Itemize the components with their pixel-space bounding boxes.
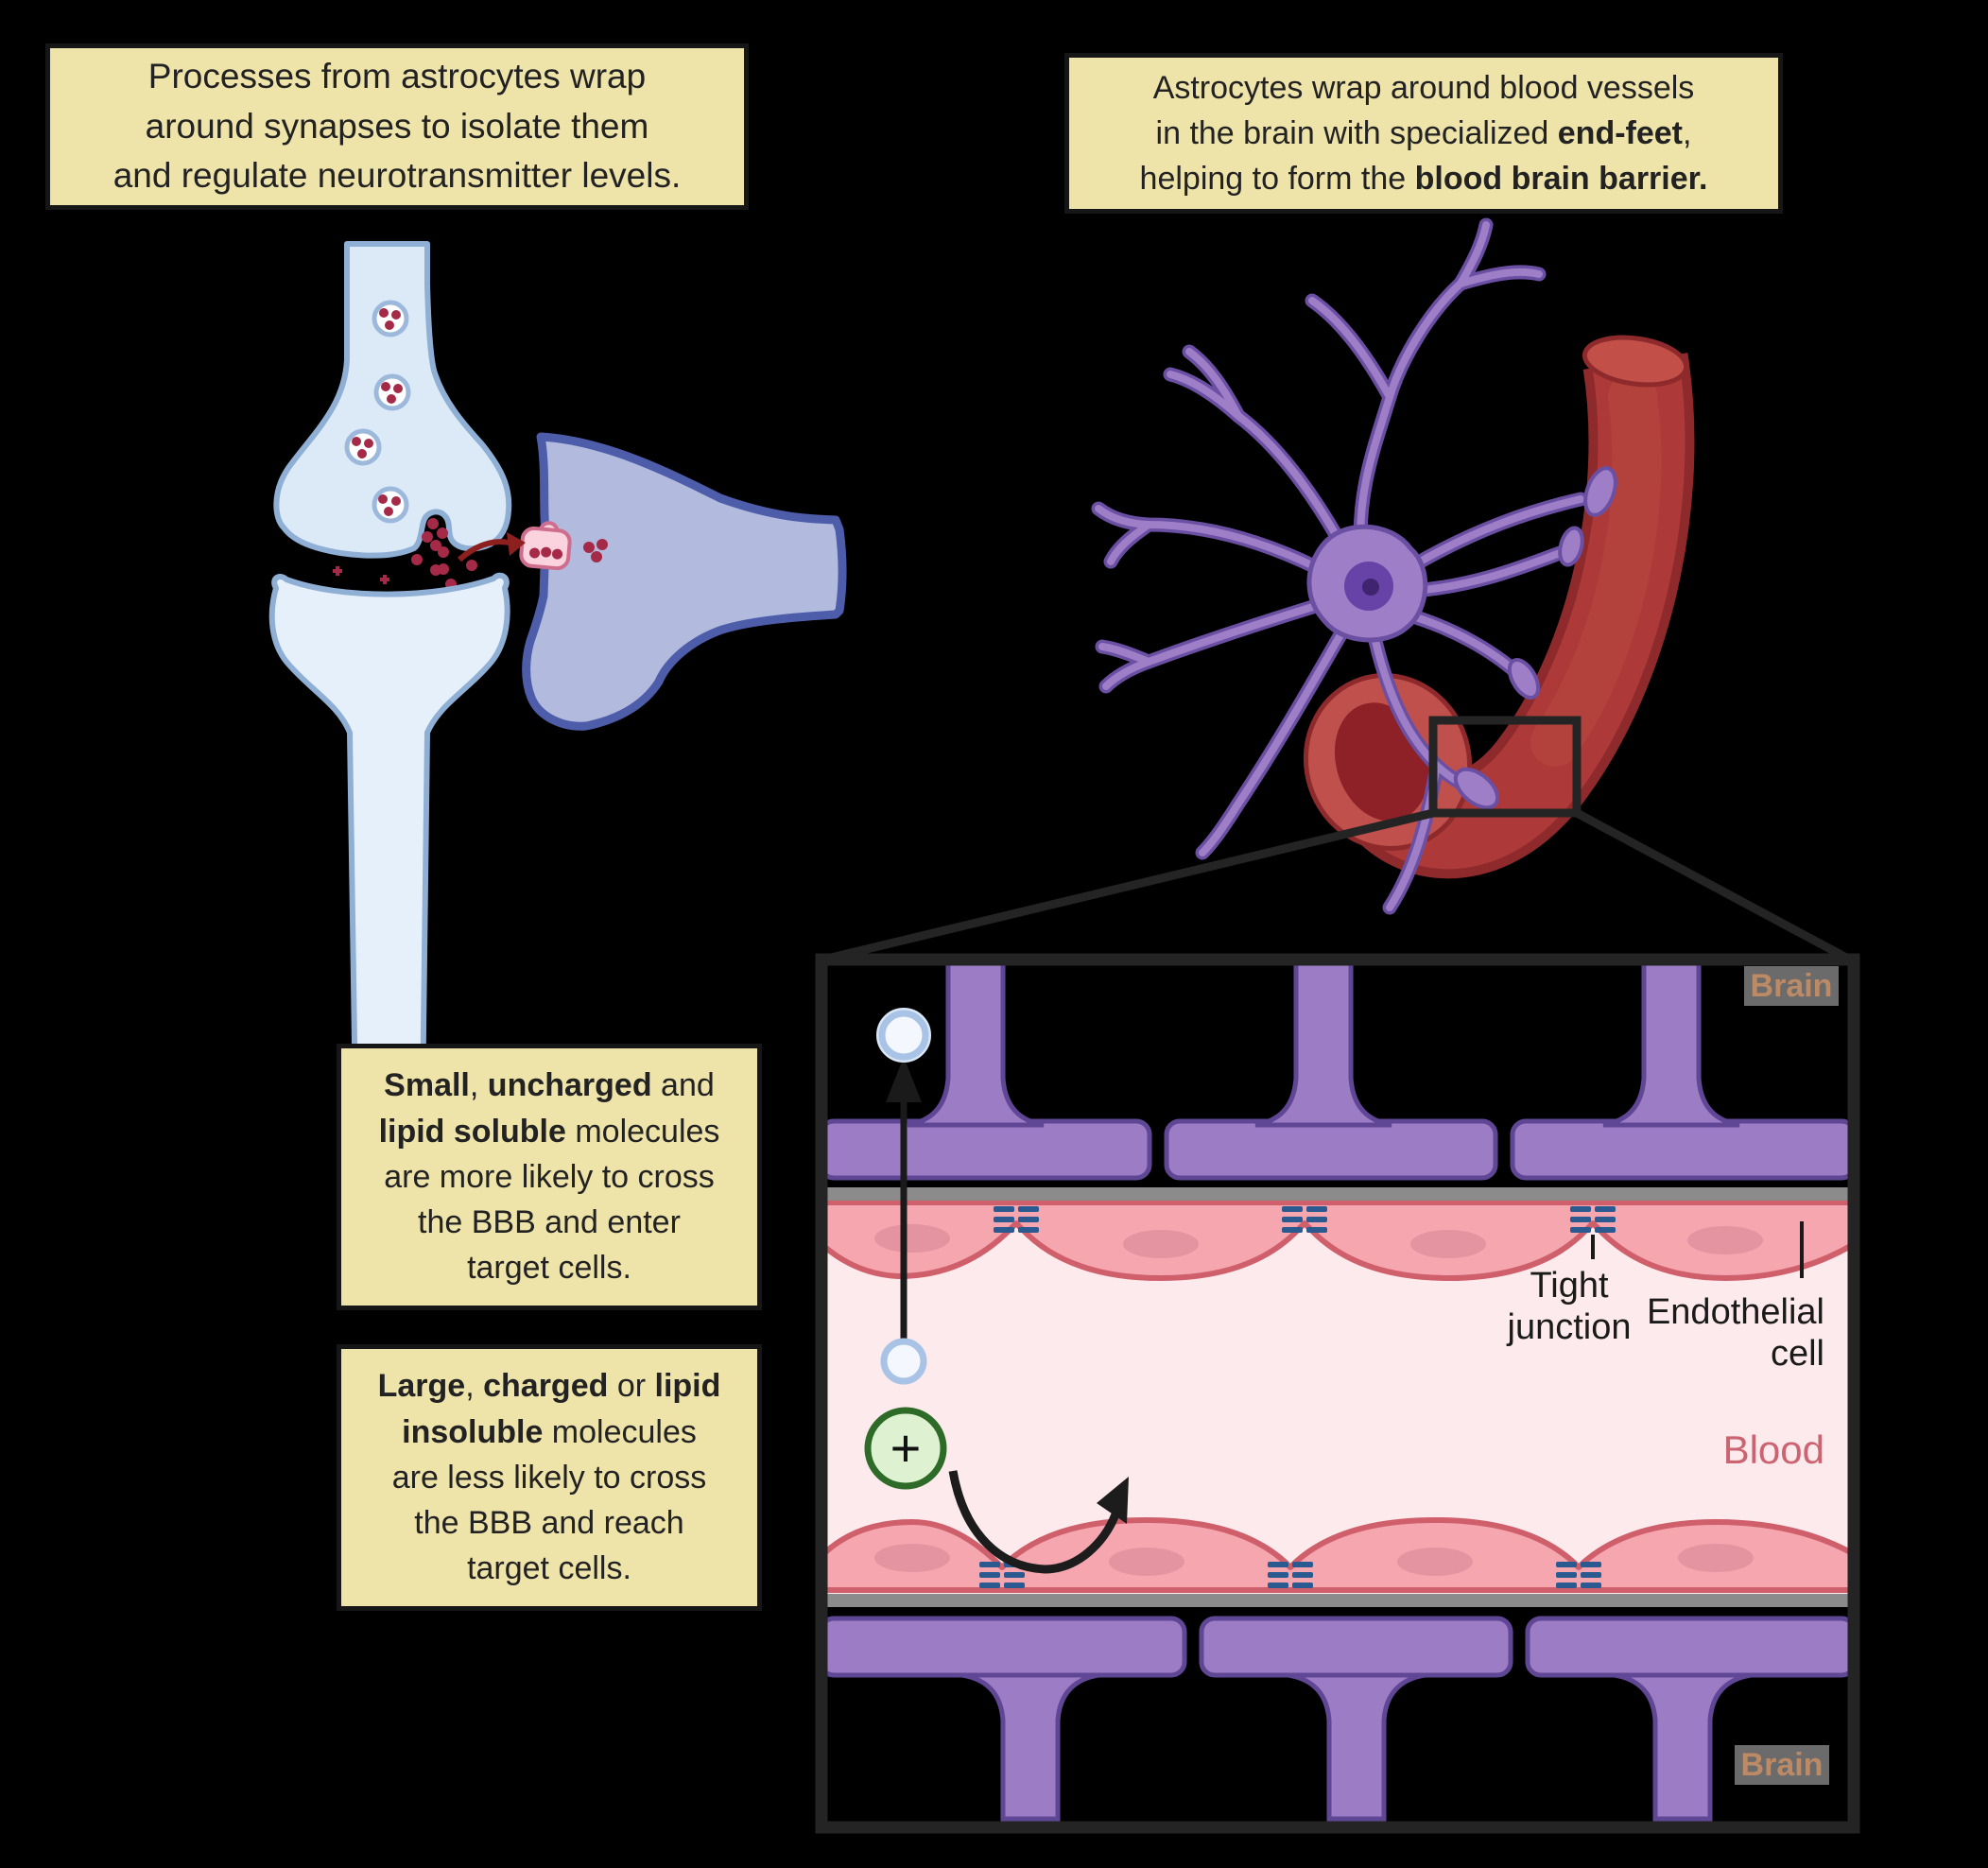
endfoot-row-bottom — [818, 1616, 1858, 1822]
crossing-arrow — [886, 1057, 922, 1340]
plus-sign: + — [890, 1418, 922, 1478]
endothelial-nuclei-bottom — [874, 1544, 1754, 1576]
tight-junction — [1556, 1562, 1601, 1588]
note-synapse-text: Processes from astrocytes wrap around sy… — [112, 57, 682, 196]
svg-text:Brain: Brain — [1741, 1747, 1824, 1783]
neurotransmitters-in-astrocyte — [583, 539, 608, 562]
zoom-box — [1428, 716, 1582, 818]
synaptic-vesicle — [344, 428, 382, 466]
bbb-panel: + Brain Brain Tight junction — [815, 953, 1860, 1834]
tight-junction — [1570, 1206, 1616, 1233]
synapse-figure — [268, 241, 847, 1107]
panel-border — [815, 953, 1860, 1834]
small-molecule-brain — [876, 1008, 931, 1063]
arrowhead-up — [886, 1057, 922, 1102]
basement-membrane-bottom — [821, 1594, 1854, 1607]
svg-text:Brain: Brain — [1751, 968, 1833, 1004]
deflected-arrow — [948, 1470, 1129, 1574]
brain-label-top: Brain — [1744, 966, 1839, 1006]
astrocyte-cell — [1091, 217, 1617, 915]
connector-line-left — [825, 808, 1435, 963]
tight-junction — [1282, 1206, 1327, 1233]
synaptic-vesicle — [373, 373, 411, 411]
endothelial-nuclei-top — [874, 1224, 1763, 1258]
note-bbb-text: Astrocytes wrap around blood vessels in … — [1139, 69, 1708, 198]
note-large-text: Large, charged or lipid insoluble molecu… — [377, 1368, 721, 1587]
astrocyte-nucleolus — [1362, 579, 1379, 596]
endothelial-cell-label: Endothelial cell — [1647, 1292, 1824, 1374]
astrocyte-endfoot — [1453, 466, 1617, 810]
note-bbb-endfeet: Astrocytes wrap around blood vessels in … — [1064, 53, 1783, 214]
charged-molecule: + — [864, 1407, 947, 1490]
tight-junction — [1268, 1562, 1313, 1588]
astrocyte-vessel-figure — [825, 217, 1851, 963]
connector-line-right — [1574, 809, 1851, 962]
postsynaptic-terminal — [268, 572, 510, 1107]
synaptic-vesicle — [372, 486, 409, 524]
presynaptic-terminal — [273, 241, 512, 559]
transporter — [519, 521, 572, 571]
note-synapse-processes: Processes from astrocytes wrap around sy… — [45, 43, 749, 210]
endfoot-row-top — [818, 958, 1858, 1181]
blood-vessel — [1303, 335, 1695, 879]
blood-label: Blood — [1723, 1427, 1824, 1472]
svg-text:cell: cell — [1771, 1334, 1824, 1374]
vessel-cut-end — [1582, 335, 1689, 388]
zoom-indicator — [825, 716, 1851, 963]
reuptake-arrow — [458, 532, 526, 562]
small-molecule-blood — [880, 1338, 927, 1385]
neurotransmitter-dots — [333, 518, 497, 614]
note-small-text: Small, uncharged and lipid soluble molec… — [378, 1067, 720, 1287]
basement-membrane-top — [821, 1187, 1854, 1201]
astrocyte-process — [522, 432, 847, 731]
note-small-molecules: Small, uncharged and lipid soluble molec… — [337, 1044, 762, 1310]
synaptic-vesicle — [372, 300, 409, 337]
svg-text:Tight: Tight — [1530, 1266, 1609, 1306]
tight-junction-label: Tight junction — [1507, 1266, 1632, 1347]
svg-text:junction: junction — [1507, 1307, 1632, 1347]
brain-label-bottom: Brain — [1735, 1745, 1829, 1785]
arrowhead-up-right — [1097, 1477, 1129, 1524]
note-large-molecules: Large, charged or lipid insoluble molecu… — [337, 1344, 762, 1611]
tight-junction — [994, 1206, 1039, 1233]
svg-text:Endothelial: Endothelial — [1647, 1292, 1824, 1332]
